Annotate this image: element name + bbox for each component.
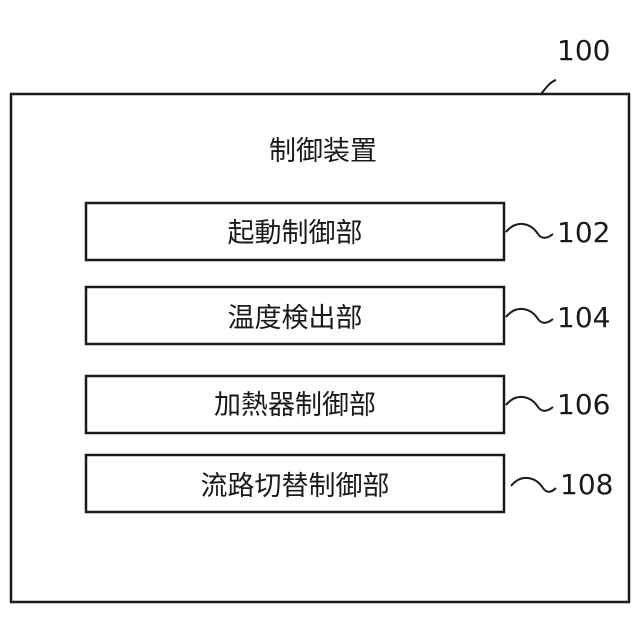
flow-path-switching-control-unit-reference-number: 108: [560, 468, 613, 501]
startup-control-unit-reference-number: 102: [557, 216, 610, 249]
startup-control-unit-label: 起動制御部: [228, 218, 363, 249]
device-title: 制御装置: [269, 136, 377, 167]
device-reference-number: 100: [557, 34, 610, 67]
control-device-box: [11, 94, 629, 602]
heater-control-unit-reference-number: 106: [557, 388, 610, 421]
device-leader-line: [541, 80, 556, 94]
heater-control-unit-label: 加熱器制御部: [214, 390, 376, 421]
temperature-detection-unit-reference-number: 104: [557, 301, 610, 334]
flow-path-switching-control-unit-label: 流路切替制御部: [201, 471, 390, 502]
temperature-detection-unit-label: 温度検出部: [228, 303, 363, 334]
